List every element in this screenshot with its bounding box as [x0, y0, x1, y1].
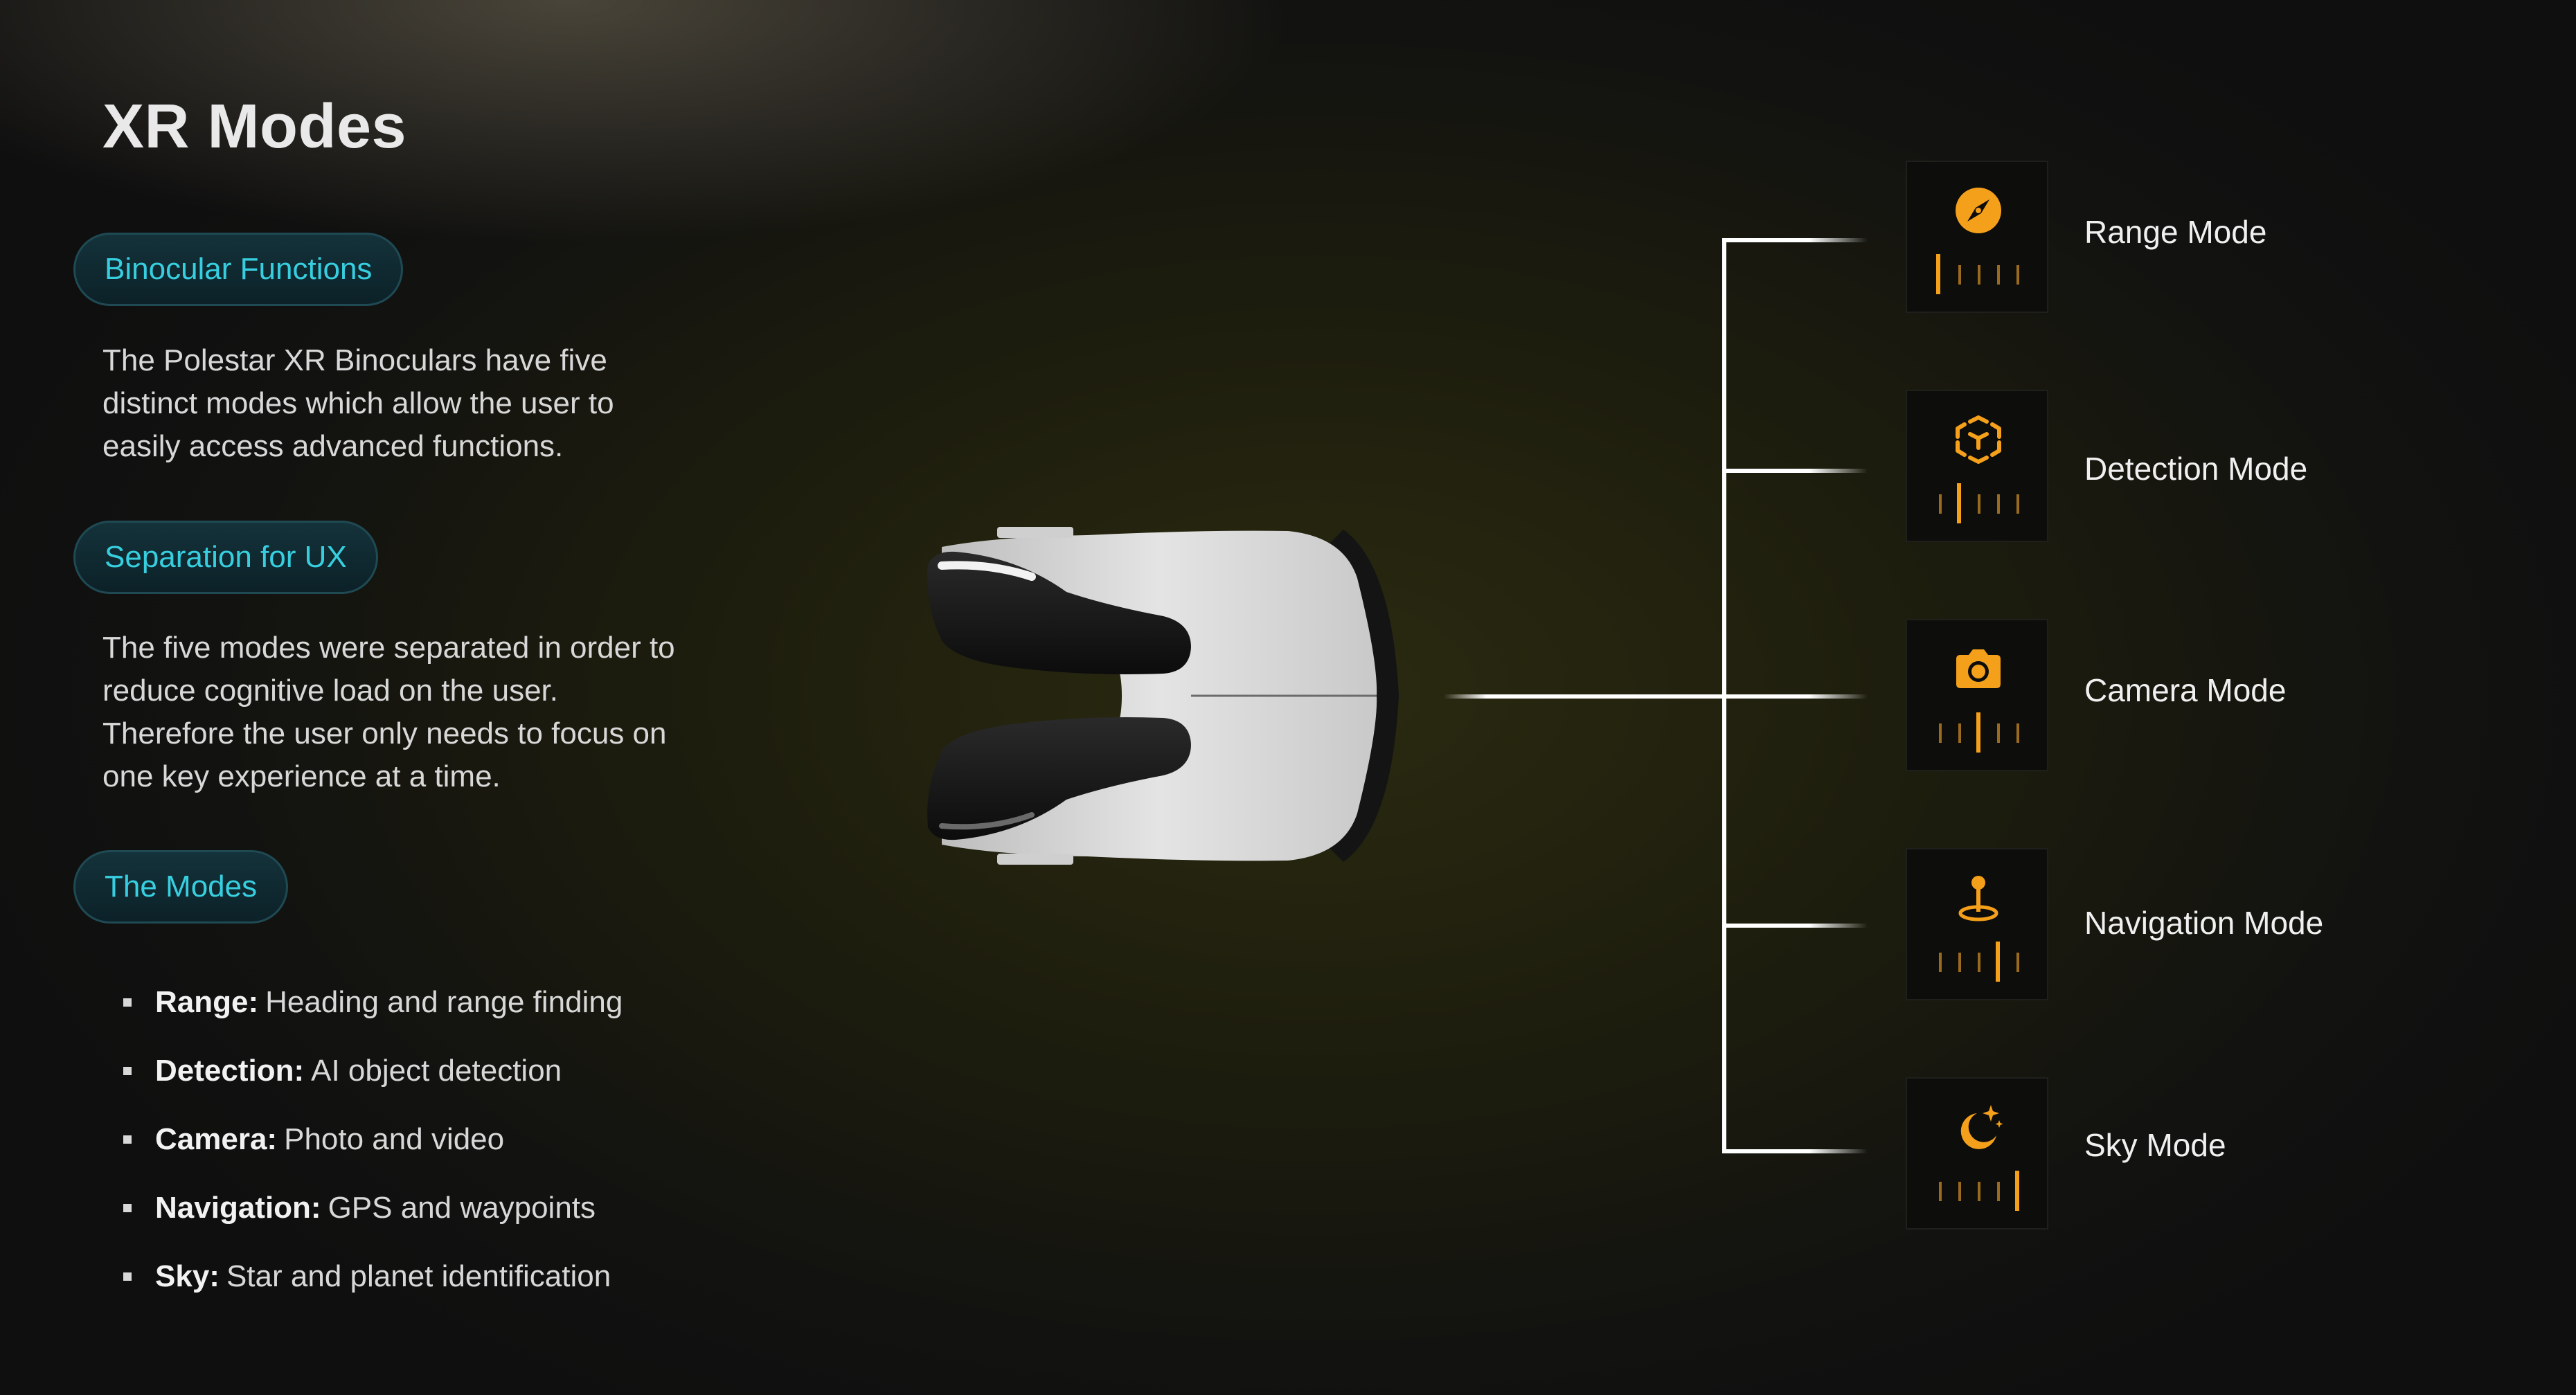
list-item-desc: AI object detection	[311, 1053, 562, 1088]
mode-card-sky[interactable]	[1906, 1077, 2048, 1230]
mode-label-detection[interactable]: Detection Mode	[2084, 451, 2308, 487]
list-item-desc: Star and planet identification	[226, 1259, 611, 1293]
compass-icon	[1956, 188, 2001, 233]
list-item: Sky:Star and planet identification	[123, 1242, 623, 1311]
mode-card-range[interactable]	[1906, 161, 2048, 313]
bullet-icon	[123, 998, 132, 1007]
camera-icon	[1956, 649, 2001, 688]
modes-list: Range:Heading and range finding Detectio…	[123, 968, 623, 1311]
mode-indicator-ticks	[1939, 942, 2019, 982]
separation-for-ux-text: The five modes were separated in order t…	[102, 631, 675, 793]
list-item: Range:Heading and range finding	[123, 968, 623, 1036]
mode-card-camera[interactable]	[1906, 619, 2048, 771]
mode-card-detection[interactable]	[1906, 390, 2048, 542]
bullet-icon	[123, 1272, 132, 1281]
bullet-icon	[123, 1066, 132, 1075]
ar-cube-icon	[1956, 415, 2001, 464]
mode-indicator-ticks	[1939, 483, 2019, 523]
mode-indicator-ticks	[1939, 712, 2019, 753]
list-item-term: Range:	[155, 984, 259, 1019]
mode-indicator-ticks	[1939, 1171, 2019, 1211]
section-pill-separation-for-ux: Separation for UX	[73, 521, 378, 594]
mode-card-navigation[interactable]	[1906, 848, 2048, 1000]
bullet-icon	[123, 1203, 132, 1212]
list-item: Detection:AI object detection	[123, 1036, 623, 1105]
list-item: Camera:Photo and video	[123, 1105, 623, 1173]
moon-stars-icon	[1960, 1105, 2003, 1149]
page-title: XR Modes	[102, 92, 407, 161]
bullet-icon	[123, 1135, 132, 1144]
section-pill-binocular-functions: Binocular Functions	[73, 233, 404, 306]
mode-label-range[interactable]: Range Mode	[2084, 214, 2267, 250]
mode-label-camera[interactable]: Camera Mode	[2084, 672, 2287, 708]
mode-indicator-ticks	[1936, 254, 2019, 294]
location-pin-icon	[1958, 876, 1998, 921]
mode-label-navigation[interactable]: Navigation Mode	[2084, 905, 2324, 941]
list-item-term: Detection:	[155, 1053, 305, 1088]
section-pill-the-modes: The Modes	[73, 850, 289, 924]
binocular-device-image	[927, 527, 1399, 865]
list-item-desc: Heading and range finding	[265, 984, 623, 1019]
list-item-term: Sky:	[155, 1259, 220, 1293]
list-item-desc: GPS and waypoints	[328, 1190, 596, 1225]
mode-label-sky[interactable]: Sky Mode	[2084, 1127, 2226, 1163]
binocular-functions-text: The Polestar XR Binoculars have five dis…	[102, 343, 614, 463]
list-item-desc: Photo and video	[284, 1122, 505, 1156]
list-item-term: Navigation:	[155, 1190, 321, 1225]
list-item-term: Camera:	[155, 1122, 278, 1156]
list-item: Navigation:GPS and waypoints	[123, 1173, 623, 1242]
